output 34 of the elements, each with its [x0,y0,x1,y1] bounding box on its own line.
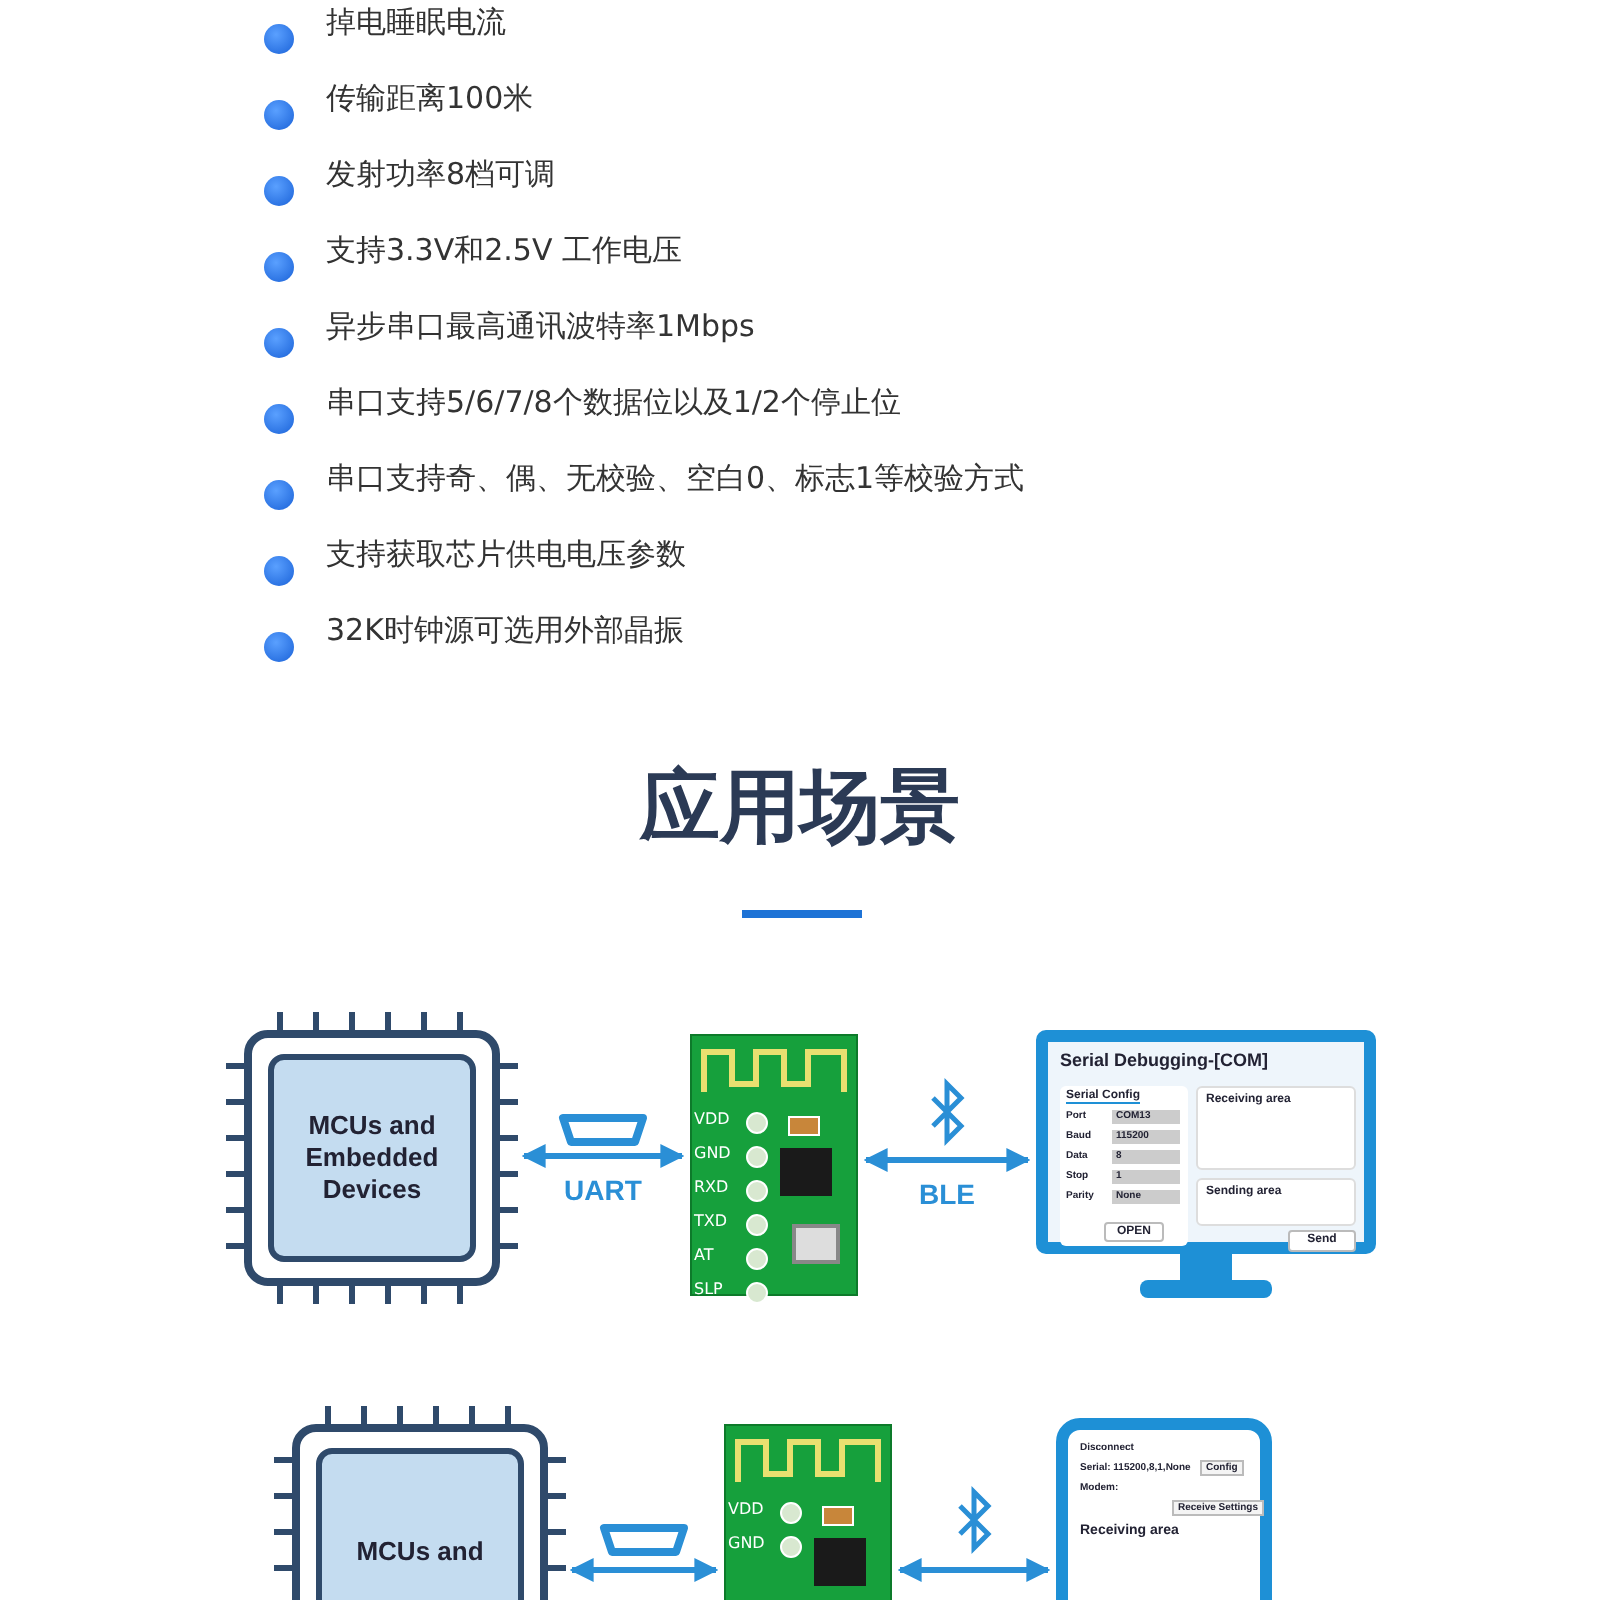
feature-text: 支持3.3V和2.5V 工作电压 [326,230,683,270]
edge-label: UART [562,1174,644,1206]
feature-text: 串口支持奇、偶、无校验、空白0、标志1等校验方式 [326,458,1025,498]
pin-label: GND [728,1532,765,1556]
feature-text: 掉电睡眠电流 [326,2,506,42]
text-area [1196,1178,1356,1226]
chip-diagram [244,1030,500,1286]
pin-label: GND [694,1142,731,1166]
text-area [1196,1086,1356,1170]
pin-label: SLP [694,1278,723,1302]
feature-text: 异步串口最高通讯波特率1Mbps [326,306,755,346]
chip-label: MCUs and Embedded Devices [303,1110,441,1206]
pin-label: TXD [694,1210,728,1234]
monitor-screen [1036,1030,1376,1254]
pin-label: VDD [728,1498,764,1522]
config-panel [1060,1086,1188,1246]
feature-text: 发射功率8档可调 [326,154,556,194]
feature-text: 传输距离100米 [326,78,534,118]
pin-label: RXD [694,1176,729,1200]
feature-text: 32K时钟源可选用外部晶振 [326,610,684,650]
feature-text: 串口支持5/6/7/8个数据位以及1/2个停止位 [326,382,901,422]
window-title: Serial Debugging-[COM] [1060,1050,1268,1070]
pin-label: VDD [694,1108,730,1132]
double-arrow [897,1558,1051,1582]
double-arrow [521,1144,685,1168]
pin-label: AT [694,1244,714,1268]
double-arrow [863,1148,1031,1172]
edge-label: BLE [917,1178,977,1210]
module-board [724,1424,892,1600]
section-heading: 应用场景 [637,760,962,858]
double-arrow [569,1558,719,1582]
chip-label: MCUs and [354,1536,486,1568]
feature-text: 支持获取芯片供电电压参数 [326,534,686,574]
phone-screen [1056,1418,1272,1600]
